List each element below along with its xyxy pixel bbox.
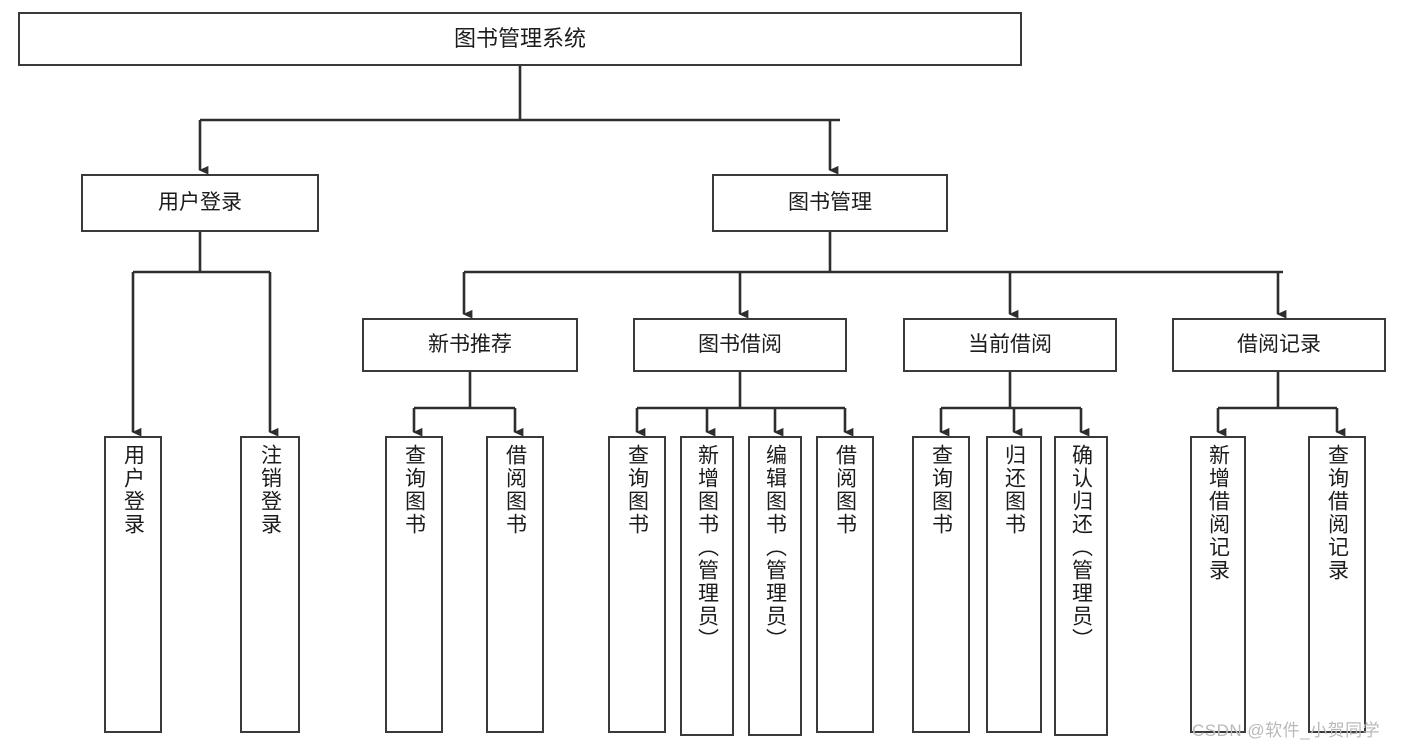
leaf-borrow-book-1[interactable]: 借阅图书 bbox=[486, 436, 544, 733]
node-user-login-label: 用户登录 bbox=[158, 190, 242, 214]
node-book-manage-label: 图书管理 bbox=[788, 190, 872, 214]
node-borrow-record[interactable]: 借阅记录 bbox=[1172, 318, 1386, 372]
node-new-book-rec[interactable]: 新书推荐 bbox=[362, 318, 578, 372]
leaf-query-record[interactable]: 查询借阅记录 bbox=[1308, 436, 1366, 733]
node-current-borrow-label: 当前借阅 bbox=[968, 332, 1052, 356]
leaf-query-book-2[interactable]: 查询图书 bbox=[608, 436, 666, 733]
leaf-query-book-3-label: 查询图书 bbox=[929, 444, 953, 536]
leaf-borrow-book-1-label: 借阅图书 bbox=[503, 444, 527, 536]
node-current-borrow[interactable]: 当前借阅 bbox=[903, 318, 1117, 372]
node-book-borrow[interactable]: 图书借阅 bbox=[633, 318, 847, 372]
leaf-return-book[interactable]: 归还图书 bbox=[986, 436, 1042, 733]
node-root-label: 图书管理系统 bbox=[453, 26, 586, 52]
node-user-login[interactable]: 用户登录 bbox=[81, 174, 319, 232]
node-root-system[interactable]: 图书管理系统 bbox=[18, 12, 1022, 66]
leaf-borrow-book-2-label: 借阅图书 bbox=[833, 444, 857, 536]
leaf-query-book-1-label: 查询图书 bbox=[402, 444, 426, 536]
leaf-confirm-return[interactable]: 确认归还（管理员） bbox=[1054, 436, 1108, 736]
node-book-manage[interactable]: 图书管理 bbox=[712, 174, 948, 232]
leaf-confirm-return-label: 确认归还（管理员） bbox=[1069, 444, 1093, 651]
leaf-add-book-label: 新增图书（管理员） bbox=[695, 444, 719, 651]
csdn-watermark: CSDN @软件_小贺同学 bbox=[1192, 721, 1381, 740]
node-book-borrow-label: 图书借阅 bbox=[698, 332, 782, 356]
leaf-add-record-label: 新增借阅记录 bbox=[1206, 444, 1230, 582]
leaf-logout-label: 注销登录 bbox=[258, 444, 282, 536]
leaf-query-book-3[interactable]: 查询图书 bbox=[912, 436, 970, 733]
leaf-user-login[interactable]: 用户登录 bbox=[104, 436, 162, 733]
leaf-return-book-label: 归还图书 bbox=[1002, 444, 1026, 536]
leaf-borrow-book-2[interactable]: 借阅图书 bbox=[816, 436, 874, 733]
node-borrow-record-label: 借阅记录 bbox=[1237, 332, 1321, 356]
leaf-edit-book[interactable]: 编辑图书（管理员） bbox=[748, 436, 802, 736]
leaf-query-book-1[interactable]: 查询图书 bbox=[385, 436, 443, 733]
node-new-book-rec-label: 新书推荐 bbox=[428, 332, 512, 356]
leaf-query-record-label: 查询借阅记录 bbox=[1325, 444, 1349, 582]
leaf-user-login-label: 用户登录 bbox=[121, 444, 145, 536]
leaf-add-record[interactable]: 新增借阅记录 bbox=[1190, 436, 1246, 733]
leaf-add-book[interactable]: 新增图书（管理员） bbox=[680, 436, 734, 736]
leaf-edit-book-label: 编辑图书（管理员） bbox=[763, 444, 787, 651]
leaf-logout[interactable]: 注销登录 bbox=[240, 436, 300, 733]
leaf-query-book-2-label: 查询图书 bbox=[625, 444, 649, 536]
